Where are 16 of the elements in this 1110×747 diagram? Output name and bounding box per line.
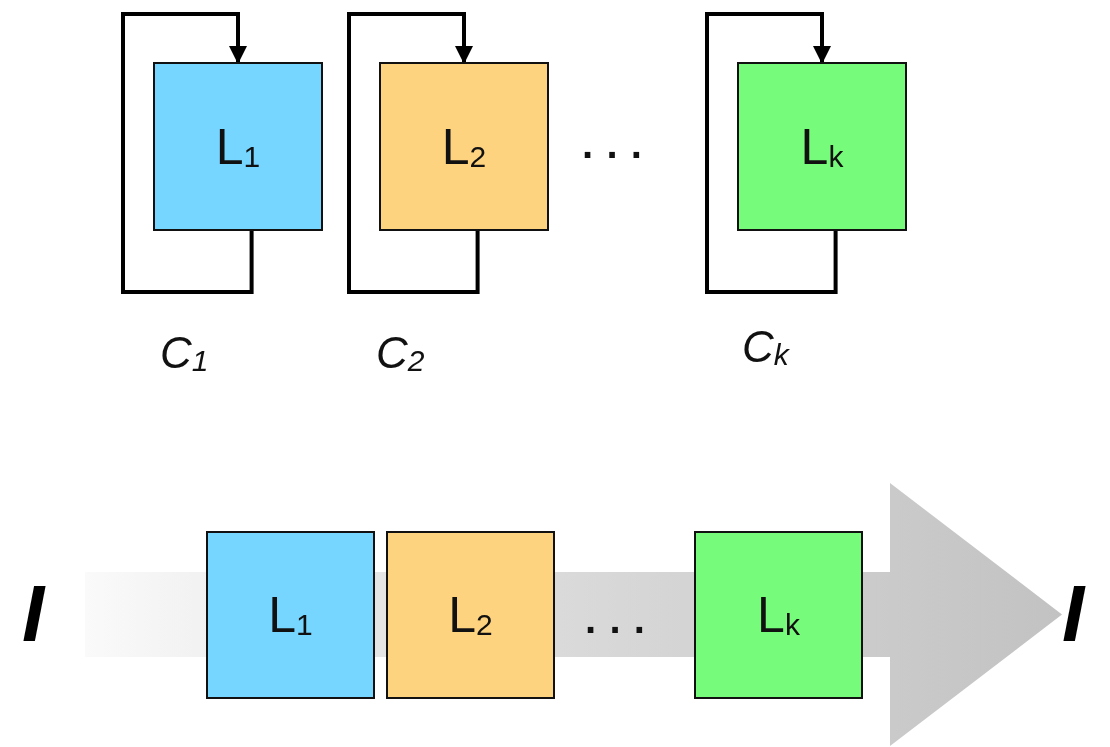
layer-box xyxy=(737,62,907,231)
cycle-label: C$_{2}$ xyxy=(376,328,425,378)
symbol-text: I xyxy=(1062,574,1085,654)
layer-box xyxy=(694,531,863,699)
cycle-label: C$_{k}$ xyxy=(742,322,789,372)
layer-box xyxy=(386,531,555,699)
feedback-loop-arrow xyxy=(347,12,480,294)
feedback-loop-arrow xyxy=(121,12,254,294)
feedback-loop-arrow xyxy=(705,12,838,294)
cycle-label: C$_{1}$ xyxy=(160,328,209,378)
layer-box xyxy=(153,62,323,231)
ellipsis: · · · xyxy=(582,135,645,175)
symbol-text: I xyxy=(22,574,45,654)
layer-box xyxy=(379,62,549,231)
ellipsis: · · · xyxy=(585,610,648,650)
layer-box xyxy=(206,531,375,699)
